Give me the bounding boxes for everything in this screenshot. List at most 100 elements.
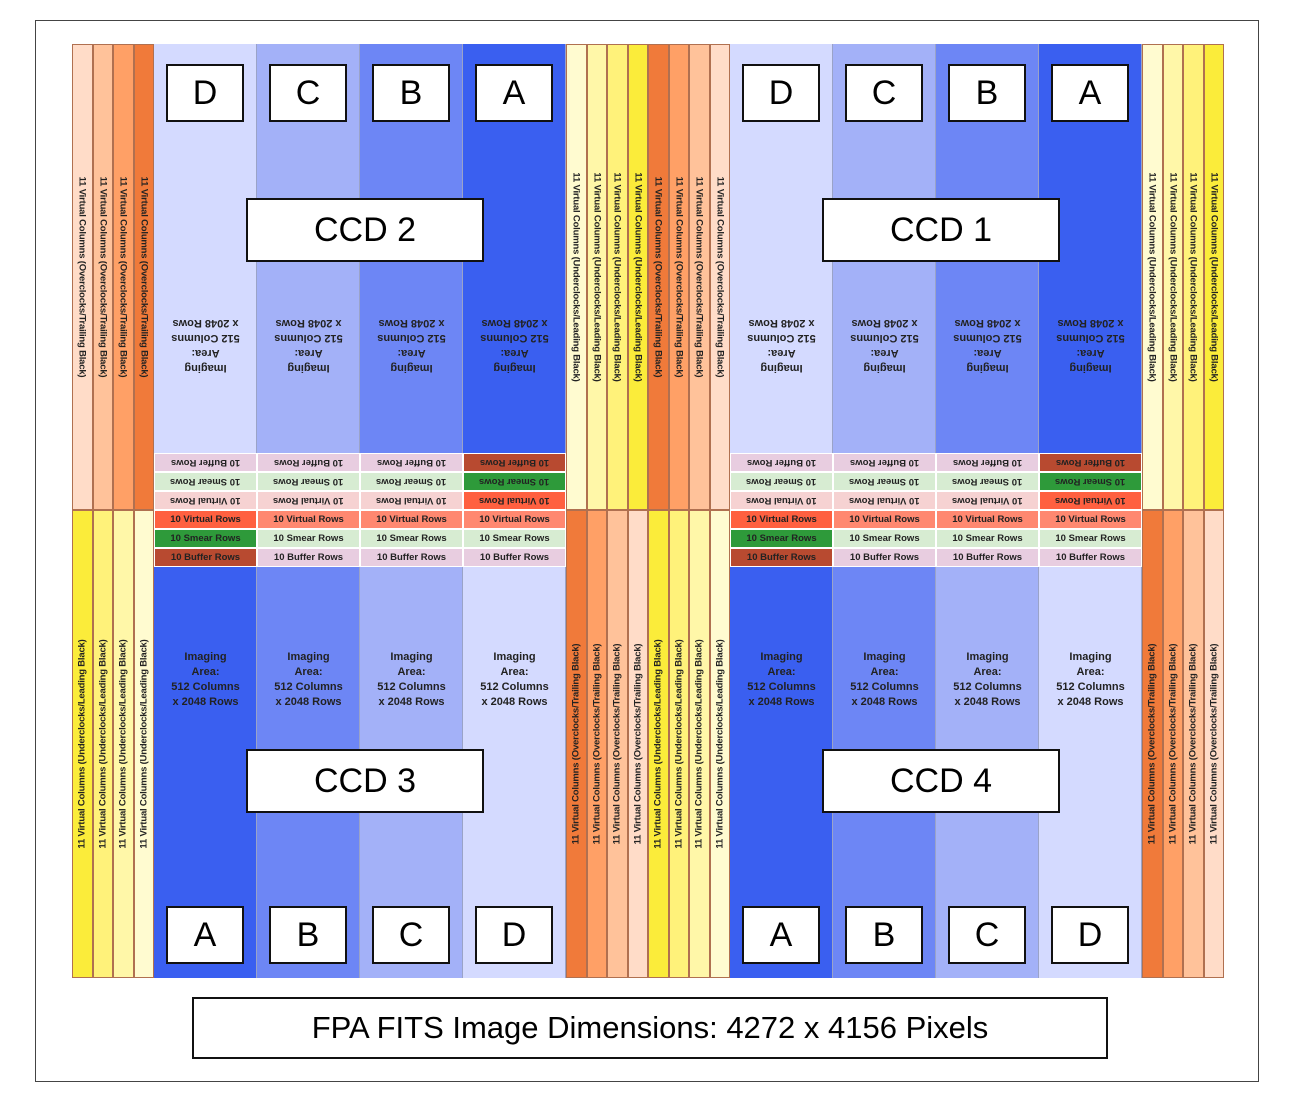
virtual-column-label: 11 Virtual Columns (Underclocks/Leading … bbox=[76, 639, 88, 849]
virtual-column-label: 11 Virtual Columns (Overclocks/Trailing … bbox=[570, 643, 582, 845]
buffer-rows-strip: 10 Buffer Rows bbox=[360, 548, 463, 567]
imaging-text-line-4: x 2048 Rows bbox=[172, 317, 239, 329]
strip-label: 10 Virtual Rows bbox=[1055, 495, 1126, 506]
smear-rows-strip: 10 Smear Rows bbox=[154, 472, 257, 491]
virtual-rows-strip: 10 Virtual Rows bbox=[1039, 491, 1142, 510]
imaging-text-line-2: Area: bbox=[767, 666, 796, 678]
ccd-name: CCD 2 bbox=[313, 210, 417, 249]
ccd-name-box: CCD 3 bbox=[246, 749, 484, 813]
underclock-virtual-column: 11 Virtual Columns (Underclocks/Leading … bbox=[92, 510, 113, 978]
output-letter: C bbox=[398, 915, 424, 954]
strip-label: 10 Buffer Rows bbox=[849, 457, 920, 468]
imaging-text-line-2: Area: bbox=[1076, 347, 1105, 359]
strip-label: 10 Buffer Rows bbox=[1055, 457, 1126, 468]
imaging-text-line-1: Imaging bbox=[966, 651, 1009, 663]
strip-label: 10 Smear Rows bbox=[1055, 476, 1126, 487]
output-label-c: C bbox=[845, 64, 923, 122]
smear-rows-strip: 10 Smear Rows bbox=[257, 472, 360, 491]
virtual-column-label: 11 Virtual Columns (Underclocks/Leading … bbox=[611, 172, 623, 382]
virtual-rows-strip: 10 Virtual Rows bbox=[360, 510, 463, 529]
imaging-text-line-1: Imaging bbox=[966, 362, 1009, 374]
imaging-text-line-4: x 2048 Rows bbox=[748, 317, 815, 329]
virtual-column-label: 11 Virtual Columns (Overclocks/Trailing … bbox=[1146, 643, 1158, 845]
overclock-virtual-column: 11 Virtual Columns (Overclocks/Trailing … bbox=[586, 510, 607, 978]
output-label-b: B bbox=[372, 64, 450, 122]
strip-label: 10 Buffer Rows bbox=[952, 552, 1023, 563]
imaging-text-line-1: Imaging bbox=[390, 651, 433, 663]
buffer-rows-strip: 10 Buffer Rows bbox=[730, 548, 833, 567]
strip-label: 10 Smear Rows bbox=[376, 533, 447, 544]
overclock-virtual-column: 11 Virtual Columns (Overclocks/Trailing … bbox=[627, 510, 648, 978]
ccd-name-box: CCD 2 bbox=[246, 198, 484, 262]
smear-rows-strip: 10 Smear Rows bbox=[936, 472, 1039, 491]
overclock-virtual-column: 11 Virtual Columns (Overclocks/Trailing … bbox=[668, 44, 689, 510]
imaging-text-line-3: 512 Columns bbox=[747, 681, 816, 693]
output-letter: A bbox=[502, 73, 526, 112]
overclock-virtual-column: 11 Virtual Columns (Overclocks/Trailing … bbox=[709, 44, 730, 510]
virtual-column-label: 11 Virtual Columns (Overclocks/Trailing … bbox=[652, 176, 664, 378]
strip-label: 10 Smear Rows bbox=[849, 533, 920, 544]
imaging-text-line-2: Area: bbox=[191, 666, 220, 678]
buffer-rows-strip: 10 Buffer Rows bbox=[257, 548, 360, 567]
strip-label: 10 Virtual Rows bbox=[376, 495, 447, 506]
strip-label: 10 Virtual Rows bbox=[1055, 514, 1126, 525]
imaging-text-line-2: Area: bbox=[767, 347, 796, 359]
virtual-rows-strip: 10 Virtual Rows bbox=[257, 491, 360, 510]
imaging-text-line-1: Imaging bbox=[184, 362, 227, 374]
output-letter: A bbox=[193, 915, 217, 954]
underclock-virtual-column: 11 Virtual Columns (Underclocks/Leading … bbox=[113, 510, 134, 978]
buffer-rows-strip: 10 Buffer Rows bbox=[154, 453, 257, 472]
buffer-rows-strip: 10 Buffer Rows bbox=[936, 453, 1039, 472]
imaging-text-line-1: Imaging bbox=[1069, 362, 1112, 374]
output-label-d: D bbox=[1051, 906, 1129, 964]
virtual-rows-strip: 10 Virtual Rows bbox=[730, 491, 833, 510]
strip-label: 10 Smear Rows bbox=[273, 533, 344, 544]
imaging-area-output-b bbox=[833, 510, 936, 978]
imaging-text-line-3: 512 Columns bbox=[953, 332, 1022, 344]
overclock-virtual-column: 11 Virtual Columns (Overclocks/Trailing … bbox=[566, 510, 587, 978]
strip-label: 10 Buffer Rows bbox=[952, 457, 1023, 468]
overclock-virtual-column: 11 Virtual Columns (Overclocks/Trailing … bbox=[689, 44, 710, 510]
virtual-column-label: 11 Virtual Columns (Overclocks/Trailing … bbox=[1208, 643, 1220, 845]
virtual-column-label: 11 Virtual Columns (Underclocks/Leading … bbox=[693, 639, 705, 849]
figure-frame bbox=[35, 20, 1259, 1082]
imaging-text-line-3: 512 Columns bbox=[1056, 681, 1125, 693]
imaging-text-line-4: x 2048 Rows bbox=[954, 317, 1021, 329]
imaging-text-line-2: Area: bbox=[500, 347, 529, 359]
strip-label: 10 Virtual Rows bbox=[746, 495, 817, 506]
underclock-virtual-column: 11 Virtual Columns (Underclocks/Leading … bbox=[689, 510, 710, 978]
strip-label: 10 Smear Rows bbox=[376, 476, 447, 487]
imaging-text-line-2: Area: bbox=[294, 347, 323, 359]
buffer-rows-strip: 10 Buffer Rows bbox=[833, 453, 936, 472]
output-letter: B bbox=[975, 73, 999, 112]
strip-label: 10 Buffer Rows bbox=[479, 457, 550, 468]
smear-rows-strip: 10 Smear Rows bbox=[1039, 472, 1142, 491]
buffer-rows-strip: 10 Buffer Rows bbox=[1039, 453, 1142, 472]
strip-label: 10 Smear Rows bbox=[952, 476, 1023, 487]
smear-rows-strip: 10 Smear Rows bbox=[936, 529, 1039, 548]
imaging-text-line-4: x 2048 Rows bbox=[275, 317, 342, 329]
imaging-area-output-c bbox=[936, 510, 1039, 978]
strip-label: 10 Smear Rows bbox=[746, 476, 817, 487]
imaging-text-line-3: 512 Columns bbox=[953, 681, 1022, 693]
virtual-column-label: 11 Virtual Columns (Underclocks/Leading … bbox=[138, 639, 150, 849]
imaging-text-line-1: Imaging bbox=[493, 651, 536, 663]
virtual-column-label: 11 Virtual Columns (Overclocks/Trailing … bbox=[611, 643, 623, 845]
output-label-b: B bbox=[845, 906, 923, 964]
smear-rows-strip: 10 Smear Rows bbox=[360, 529, 463, 548]
strip-label: 10 Buffer Rows bbox=[376, 457, 447, 468]
strip-label: 10 Virtual Rows bbox=[849, 514, 920, 525]
ccd-name-box: CCD 4 bbox=[822, 749, 1060, 813]
underclock-virtual-column: 11 Virtual Columns (Underclocks/Leading … bbox=[1203, 44, 1224, 510]
strip-label: 10 Virtual Rows bbox=[746, 514, 817, 525]
buffer-rows-strip: 10 Buffer Rows bbox=[463, 548, 566, 567]
imaging-text-line-4: x 2048 Rows bbox=[851, 317, 918, 329]
